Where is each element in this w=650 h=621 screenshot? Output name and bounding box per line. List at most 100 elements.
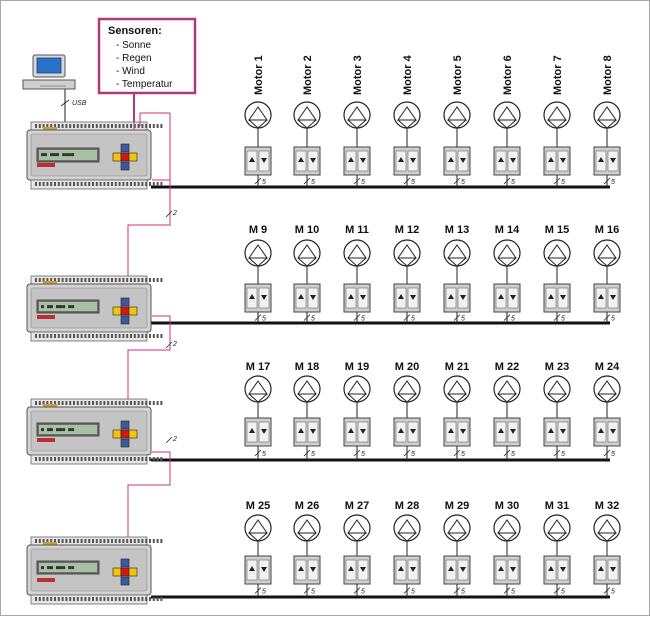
motor-icon <box>343 375 371 403</box>
motor-icon <box>393 375 421 403</box>
wire-count-label: 5 <box>511 451 515 458</box>
motor-label: M 9 <box>249 224 267 236</box>
bus-wire-label: 2 <box>172 436 177 443</box>
arrow-up-icon <box>249 428 255 433</box>
motor-triangle <box>397 106 417 121</box>
arrow-down-icon <box>560 567 566 572</box>
arrow-up-icon <box>398 294 404 299</box>
motor-label: M 31 <box>545 500 569 512</box>
motor-icon <box>293 239 321 267</box>
motor-label: M 17 <box>246 361 270 373</box>
arrow-down-icon <box>460 295 466 300</box>
arrow-down-icon <box>460 429 466 434</box>
motor-label: M 29 <box>445 500 469 512</box>
motor-icon <box>493 514 521 542</box>
arrow-up-icon <box>398 157 404 162</box>
motor-icon <box>293 375 321 403</box>
sensor-item: - Temperatur <box>116 79 173 90</box>
motor-triangle <box>397 244 417 259</box>
arrow-down-icon <box>460 158 466 163</box>
arrow-up-icon <box>598 566 604 571</box>
motor-icon <box>244 514 272 542</box>
button-down <box>120 438 130 448</box>
arrow-up-icon <box>298 428 304 433</box>
motor-icon <box>244 375 272 403</box>
controller-unit: ■■ ■■■ ■■■■ <box>26 121 163 190</box>
wire-count-label: 5 <box>311 316 315 323</box>
motor-icon <box>443 101 471 129</box>
arrow-down-icon <box>360 567 366 572</box>
motor-icon <box>593 239 621 267</box>
arrow-up-icon <box>448 157 454 162</box>
motor-triangle <box>447 519 467 534</box>
motor-icon <box>543 101 571 129</box>
arrow-up-icon <box>298 294 304 299</box>
motor-triangle <box>447 244 467 259</box>
wire-count-label: 5 <box>561 451 565 458</box>
wire-count-label: 5 <box>461 589 465 596</box>
motor-label: M 18 <box>295 361 319 373</box>
button-right <box>128 429 138 439</box>
arrow-up-icon <box>448 428 454 433</box>
button-center <box>120 429 130 439</box>
svg-text:■ ■■ ■■■ ■■: ■ ■■ ■■■ ■■ <box>41 565 74 571</box>
motor-label: M 25 <box>246 500 270 512</box>
motor-icon <box>343 239 371 267</box>
motor-label: M 10 <box>295 224 319 236</box>
motor-icon <box>543 375 571 403</box>
motor-icon <box>493 239 521 267</box>
arrow-up-icon <box>498 294 504 299</box>
wire-count-label: 5 <box>262 316 266 323</box>
button-left <box>112 429 122 439</box>
arrow-down-icon <box>261 429 267 434</box>
wire-count-label: 5 <box>611 589 615 596</box>
motor-label: M 32 <box>595 500 619 512</box>
motor-label: Motor 4 <box>402 54 414 95</box>
motor-label: M 19 <box>345 361 369 373</box>
motor-label: M 23 <box>545 361 569 373</box>
arrow-down-icon <box>310 158 316 163</box>
motor-label: M 27 <box>345 500 369 512</box>
arrow-down-icon <box>360 158 366 163</box>
arrow-down-icon <box>410 429 416 434</box>
button-left <box>112 567 122 577</box>
arrow-up-icon <box>348 566 354 571</box>
wire-count-label: 5 <box>361 316 365 323</box>
motor-triangle <box>547 106 567 121</box>
arrow-up-icon <box>298 566 304 571</box>
usb-cable-slash <box>60 99 70 107</box>
arrow-down-icon <box>610 295 616 300</box>
motor-triangle <box>497 106 517 121</box>
svg-text:■ ■■ ■■■ ■■: ■ ■■ ■■■ ■■ <box>41 304 74 310</box>
motor-label: M 28 <box>395 500 419 512</box>
arrow-up-icon <box>398 566 404 571</box>
motor-label: Motor 1 <box>253 55 265 95</box>
arrow-down-icon <box>410 567 416 572</box>
wire-count-label: 5 <box>561 589 565 596</box>
motor-triangle <box>547 380 567 395</box>
arrow-up-icon <box>598 157 604 162</box>
arrow-down-icon <box>610 158 616 163</box>
arrow-down-icon <box>510 567 516 572</box>
motor-icon <box>593 514 621 542</box>
arrow-down-icon <box>510 158 516 163</box>
wire-count-label: 5 <box>311 179 315 186</box>
motor-triangle <box>547 244 567 259</box>
arrow-down-icon <box>261 567 267 572</box>
arrow-up-icon <box>498 428 504 433</box>
arrow-up-icon <box>249 294 255 299</box>
motor-triangle <box>597 380 617 395</box>
button-center <box>120 152 130 162</box>
motor-icon <box>493 375 521 403</box>
controller-unit: ■ ■■ ■■■ ■■ <box>26 275 163 342</box>
motor-label: M 20 <box>395 361 419 373</box>
motor-triangle <box>297 106 317 121</box>
arrow-down-icon <box>360 295 366 300</box>
arrow-down-icon <box>560 429 566 434</box>
svg-text:■■ ■■■ ■■■■: ■■ ■■■ ■■■■ <box>41 152 74 158</box>
arrow-up-icon <box>498 566 504 571</box>
motor-icon <box>443 239 471 267</box>
motor-icon <box>293 514 321 542</box>
motor-label: M 22 <box>495 361 519 373</box>
arrow-up-icon <box>598 428 604 433</box>
